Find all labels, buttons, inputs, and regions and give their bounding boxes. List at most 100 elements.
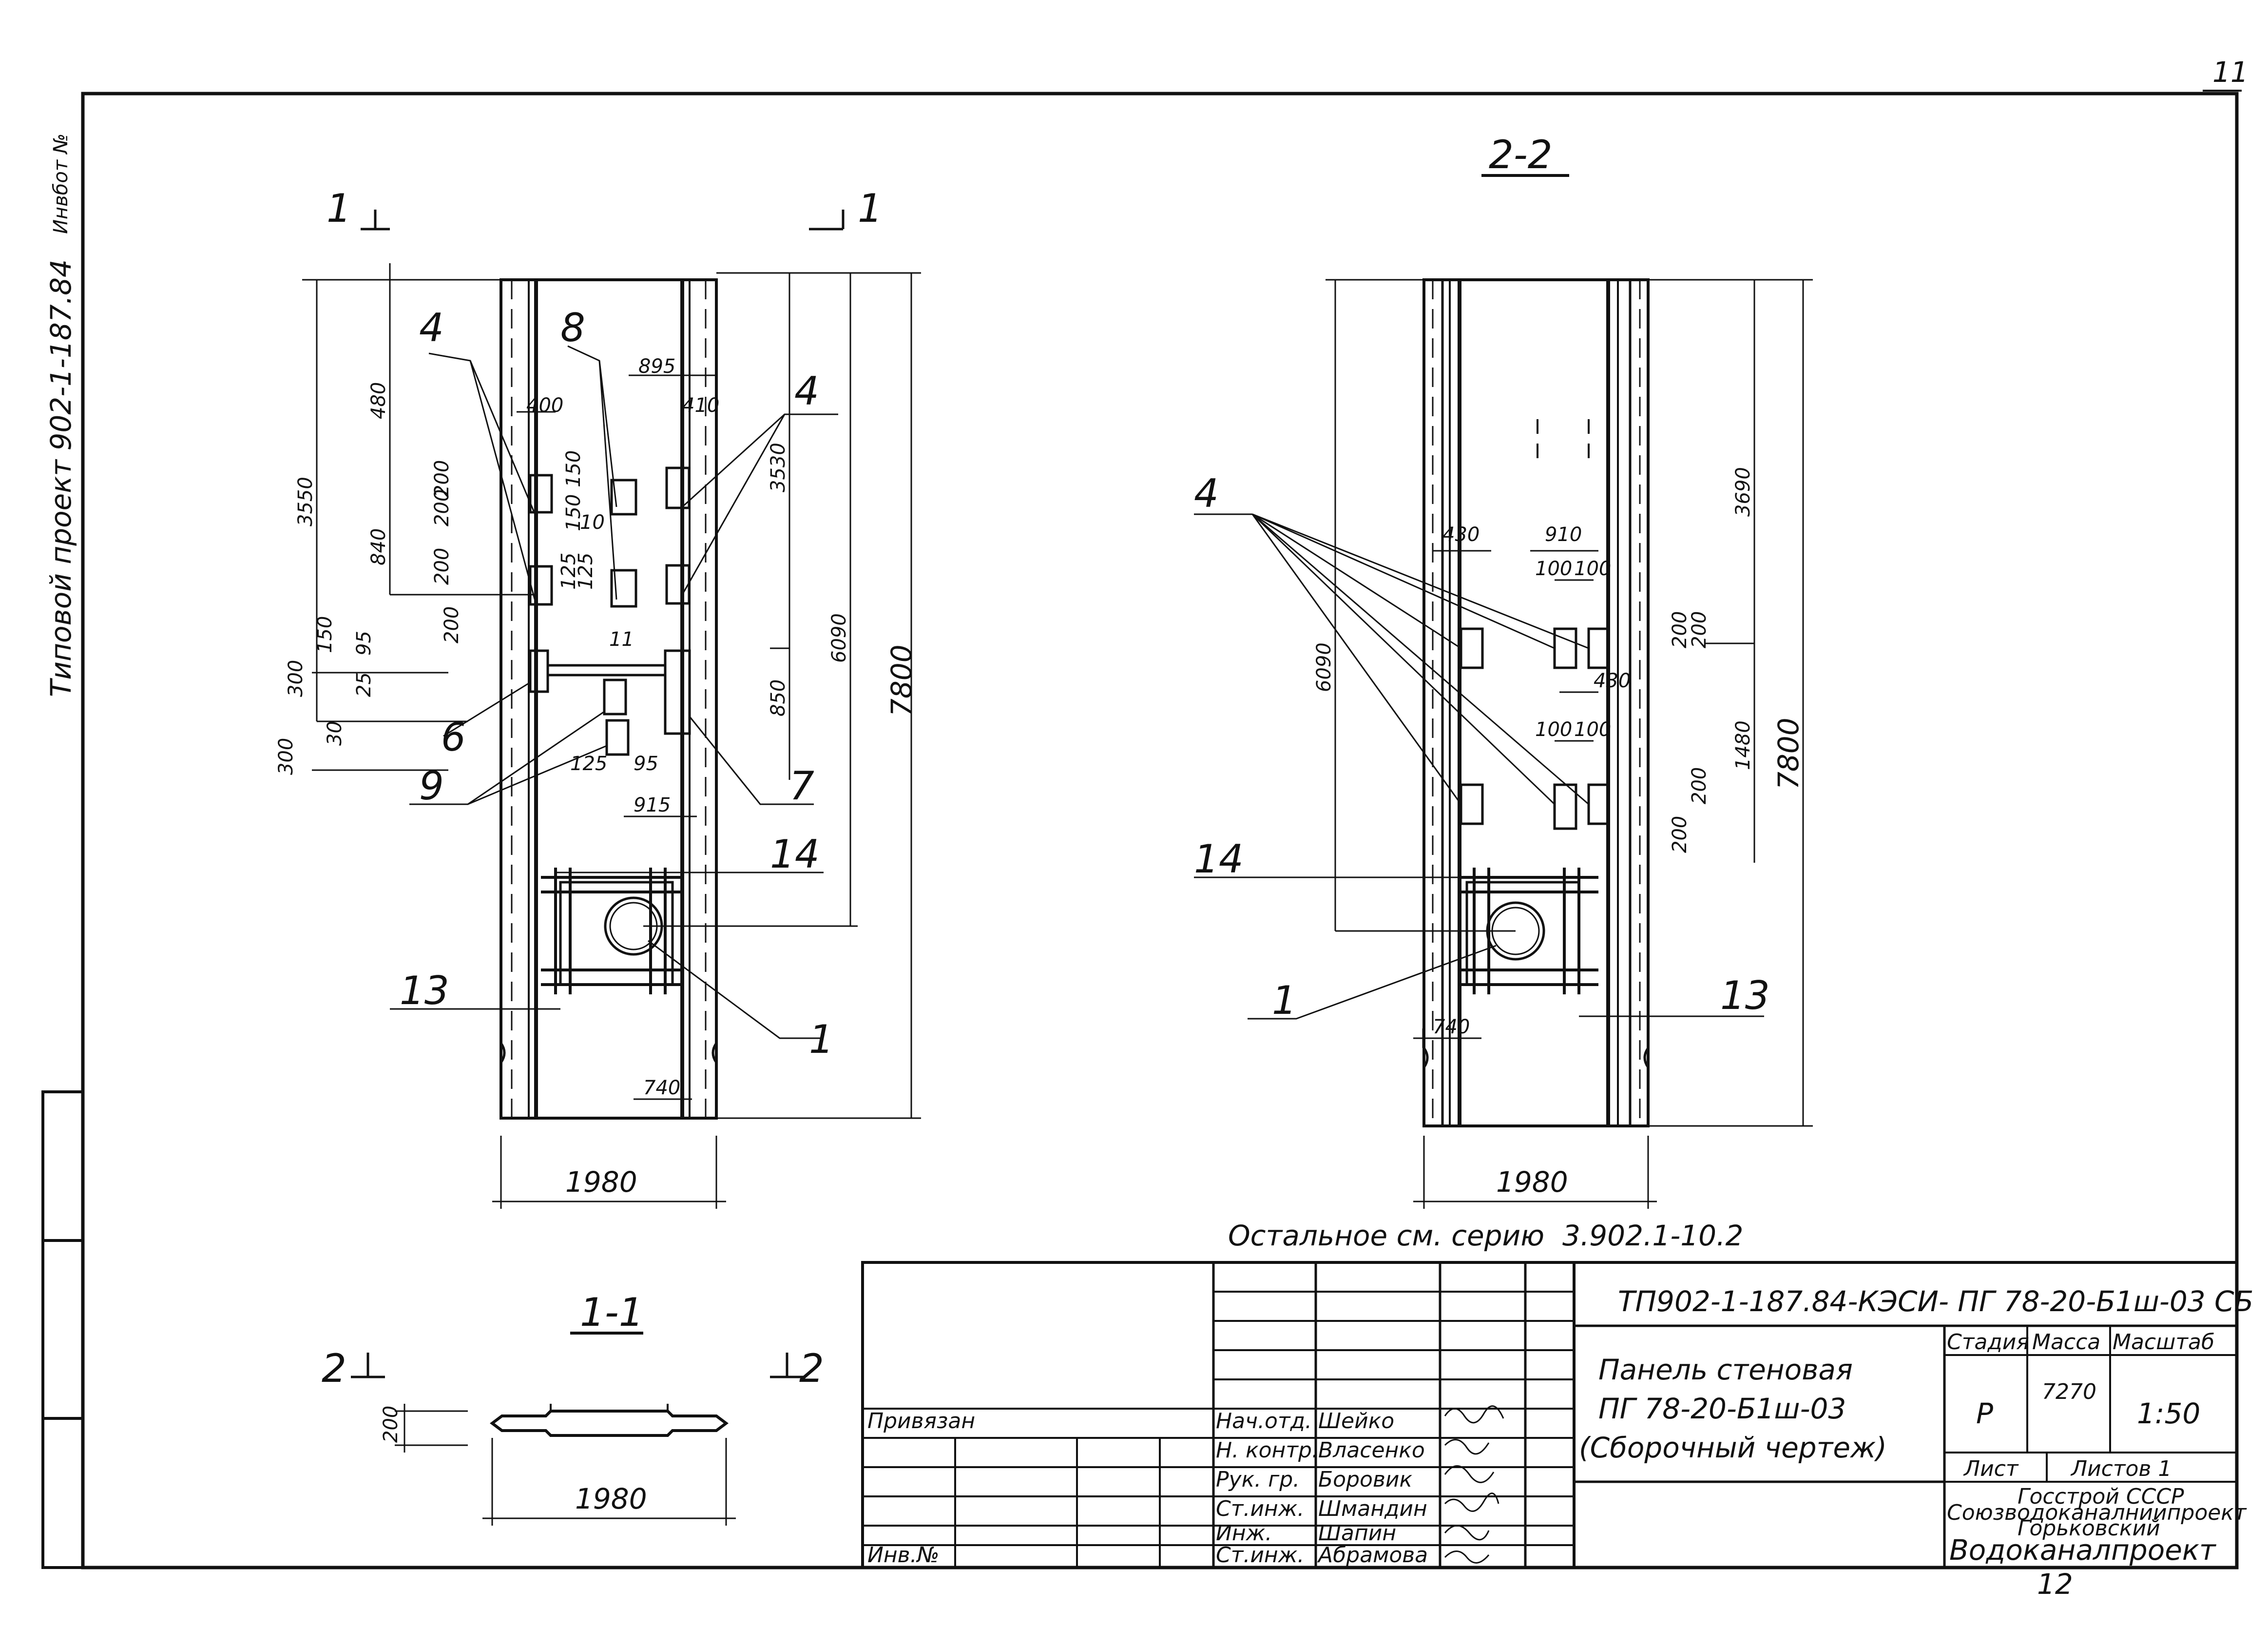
dim-left-7: 150 <box>314 616 336 653</box>
callout-8: 8 <box>560 305 585 350</box>
dim-inner-5: 125 <box>570 753 607 775</box>
role-0: Нач.отд. <box>1216 1409 1312 1434</box>
dim-right-0: 3530 <box>767 443 789 492</box>
section-2-2-title: 2-2 <box>1489 132 1553 177</box>
dim-left-11: 25 <box>353 672 375 697</box>
callout-4-right: 4 <box>794 368 819 414</box>
callout-1: 1 <box>809 1017 834 1062</box>
dim-inner-7: 915 <box>634 794 671 816</box>
right-dim-inner-5: 200 <box>1688 611 1711 648</box>
callout-4-left: 4 <box>419 305 444 350</box>
left-panel-view <box>302 210 921 1209</box>
role-4: Инж. <box>1216 1521 1272 1546</box>
drawing-name-3: (Сборочный чертеж) <box>1579 1431 1887 1464</box>
dim-left-10: 95 <box>353 631 375 656</box>
sheet-label: Лист <box>1963 1456 2019 1481</box>
dim-left-2: 200 <box>431 460 453 497</box>
dim-inner-8: 740 <box>643 1077 680 1099</box>
role-1: Н. контр. <box>1216 1438 1319 1463</box>
dim-left-3: 200 <box>431 489 453 526</box>
drawing-name-2: ПГ 78-20-Б1ш-03 <box>1598 1392 1846 1425</box>
right-callout-1: 1 <box>1272 978 1297 1023</box>
dim-top-1: 400 <box>526 394 563 417</box>
privyazan-label: Привязан <box>867 1409 975 1434</box>
right-dim-inner-8: 100 <box>1574 718 1611 741</box>
cut-marker-2-left: 2 <box>322 1346 346 1391</box>
right-dim-right-1: 1480 <box>1732 720 1754 770</box>
callout-6: 6 <box>441 715 466 760</box>
sheet-frame <box>41 90 2242 1569</box>
right-dim-inner-11: 740 <box>1433 1016 1470 1038</box>
org-line-1: Госстрой СССР <box>2018 1484 2184 1509</box>
cut-marker-1-right: 1 <box>858 186 883 231</box>
right-view-labels: 2-2 1980 7800 6090 3690 1480 430 910 100… <box>1194 132 1805 1199</box>
right-dim-right-0: 3690 <box>1732 467 1754 517</box>
margin-note-top: Инвбот № <box>50 134 72 234</box>
right-dim-inner-7: 100 <box>1535 718 1572 741</box>
col-scale-label: Масштаб <box>2113 1330 2214 1355</box>
page-number: 12 <box>2037 1568 2073 1601</box>
dim-left-5: 200 <box>431 548 453 585</box>
right-dim-inner-3: 100 <box>1574 558 1611 580</box>
name-2: Боровик <box>1318 1467 1412 1492</box>
dim-overall-height: 7800 <box>885 644 918 717</box>
name-3: Шмандин <box>1318 1496 1427 1521</box>
col-stage-label: Стадия <box>1947 1330 2029 1355</box>
right-callout-4: 4 <box>1194 471 1219 516</box>
dim-left-1: 480 <box>367 382 390 419</box>
dim-right-2: 850 <box>767 679 789 717</box>
right-callout-14: 14 <box>1194 836 1244 882</box>
right-dim-inner-4: 200 <box>1669 611 1691 648</box>
dim-width: 1980 <box>565 1165 637 1199</box>
stage-value: Р <box>1976 1397 1993 1430</box>
name-5: Абрамова <box>1317 1543 1428 1568</box>
org-line-3: Горьковский <box>2018 1516 2160 1541</box>
org-line-2: Союзводоканалниипроект <box>1947 1500 2247 1525</box>
dim-top-2: 410 <box>682 394 719 417</box>
dim-inner-1: 150 <box>562 494 585 531</box>
margin-note-project: Типовой проект 902-1-187.84 <box>44 259 77 697</box>
callout-14: 14 <box>770 832 820 877</box>
dim-left-6: 200 <box>441 606 463 643</box>
left-view-labels: 1 1 1980 7800 3550 480 200 200 840 200 2… <box>275 186 918 1199</box>
section-1-1 <box>351 1332 804 1526</box>
title-block-text: ТП902-1-187.84-КЭСИ- ПГ 78-20-Б1ш-03 СБ … <box>867 1285 2253 1601</box>
right-dim-inner-2: 100 <box>1535 558 1572 580</box>
name-0: Шейко <box>1318 1409 1394 1434</box>
right-dim-overall-height: 7800 <box>1772 717 1805 790</box>
role-2: Рук. гр. <box>1216 1467 1300 1492</box>
role-5: Ст.инж. <box>1216 1543 1304 1568</box>
title-block <box>861 1261 2238 1569</box>
dim-inner-6: 95 <box>634 753 658 775</box>
right-dim-inner-6: 430 <box>1594 670 1631 692</box>
col-mass-label: Масса <box>2032 1330 2100 1355</box>
dim-left-9: 300 <box>275 738 297 775</box>
reference-note: Остальное см. серию 3.902.1-10.2 <box>1228 1219 1743 1252</box>
inv-no-label: Инв.№ <box>867 1543 939 1568</box>
section-width: 1980 <box>575 1482 647 1515</box>
callout-9: 9 <box>419 763 444 809</box>
right-panel-view <box>1194 174 1813 1209</box>
role-3: Ст.инж. <box>1216 1496 1304 1521</box>
name-1: Власенко <box>1318 1438 1425 1463</box>
dim-inner-3: 125 <box>557 553 580 590</box>
right-dim-width: 1980 <box>1496 1165 1568 1199</box>
mass-value: 7270 <box>2042 1379 2096 1404</box>
dim-left-0: 3550 <box>294 477 317 526</box>
right-dim-inner-0: 430 <box>1442 523 1480 546</box>
section-thickness: 200 <box>380 1406 402 1443</box>
cut-marker-2-right: 2 <box>799 1346 824 1391</box>
dim-top-0: 895 <box>638 355 675 378</box>
name-4: Шапин <box>1318 1521 1396 1546</box>
drawing-code: ТП902-1-187.84-КЭСИ- ПГ 78-20-Б1ш-03 СБ <box>1618 1285 2253 1318</box>
section-1-1-title: 1-1 <box>580 1290 644 1335</box>
sheets-label: Листов 1 <box>2070 1456 2172 1481</box>
right-callout-13: 13 <box>1720 973 1770 1018</box>
cut-marker-1-left: 1 <box>327 186 351 231</box>
right-dim-inner-9: 200 <box>1669 816 1691 853</box>
dim-left-4: 840 <box>367 528 390 565</box>
callout-11: 11 <box>609 628 634 651</box>
callout-7: 7 <box>789 763 814 809</box>
dim-inner-4: 125 <box>575 553 597 590</box>
